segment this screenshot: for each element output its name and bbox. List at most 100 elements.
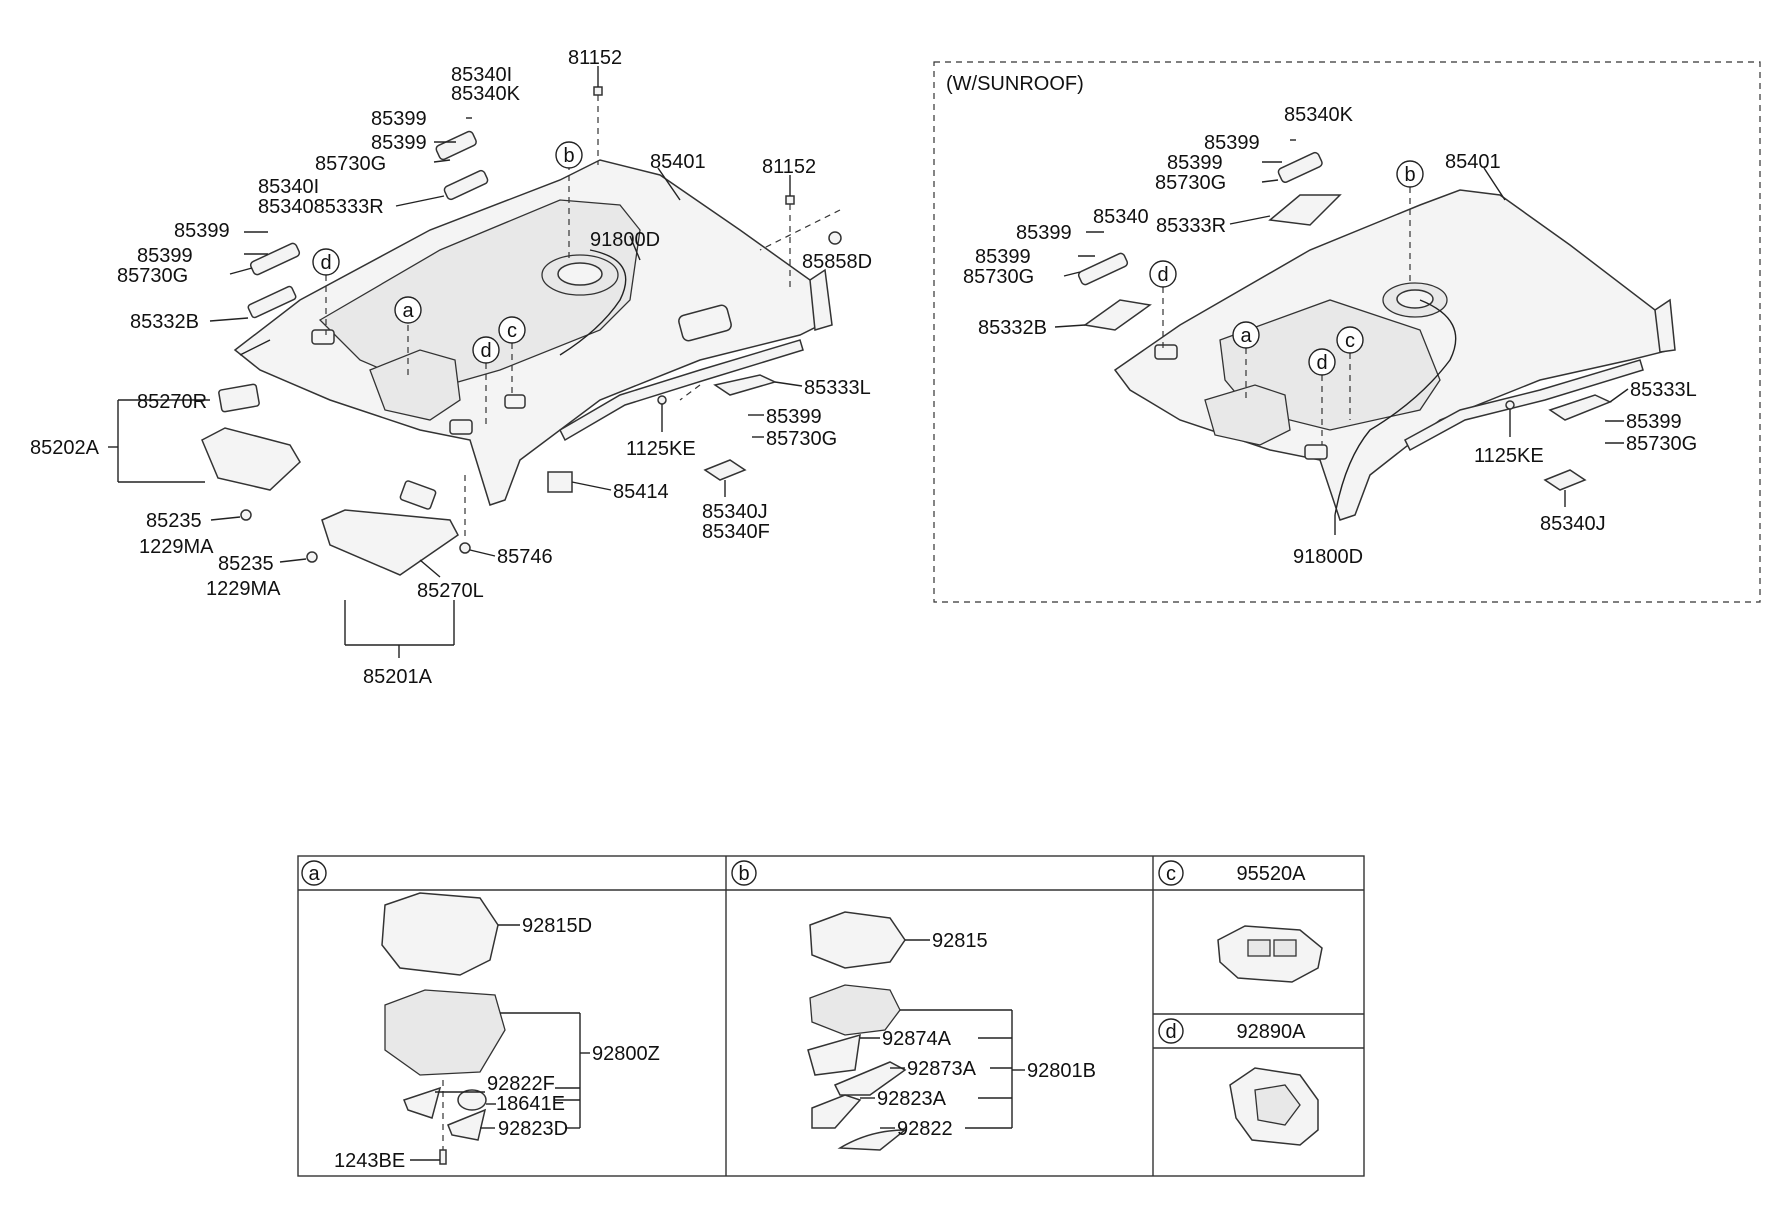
part-85858d xyxy=(828,231,842,245)
detail-a-screw-1243be xyxy=(439,1149,447,1165)
detail-c-part-button-left xyxy=(1247,939,1271,957)
callout-81152-a: 81152 xyxy=(568,47,622,69)
part-85414 xyxy=(547,471,573,493)
sunroof-callout-85399-1: 85399 xyxy=(1204,132,1260,154)
main-markers: b d a d c xyxy=(312,141,583,364)
marker-b-sunroof xyxy=(1396,160,1424,188)
marker-d-sunroof-left-label: d xyxy=(1157,264,1168,286)
detail-d-part-inner xyxy=(1254,1084,1301,1126)
detail-b-92801b: 92801B xyxy=(1027,1060,1096,1082)
part-85340j xyxy=(703,459,747,481)
callout-85730g-3: 85730G xyxy=(766,428,837,450)
detail-marker-c xyxy=(1158,860,1184,886)
marker-d-main xyxy=(472,336,500,364)
marker-b-main-label: b xyxy=(563,145,574,167)
callout-85340f: 85340F xyxy=(702,521,770,543)
marker-d-sunroof xyxy=(1308,348,1336,376)
callout-85340i-mid: 85340I xyxy=(258,176,319,198)
sunroof-small-parts xyxy=(1077,151,1612,491)
part-85333l xyxy=(713,374,778,396)
callout-85270l: 85270L xyxy=(417,580,484,602)
part-85235-a xyxy=(240,509,252,521)
callout-85414: 85414 xyxy=(613,481,669,503)
main-wire-end xyxy=(239,339,271,356)
detail-d-header: 92890A xyxy=(1237,1021,1307,1043)
detail-marker-c-label: c xyxy=(1166,863,1176,885)
detail-b-92822: 92822 xyxy=(897,1118,953,1140)
detail-table-frame xyxy=(297,855,1365,1177)
sunroof-callout-85399-4: 85399 xyxy=(975,246,1031,268)
detail-table: a b c 95520A d 92890A 92815D 92800Z 9282… xyxy=(297,855,1365,1177)
detail-a-lens-92823d xyxy=(447,1108,487,1141)
marker-b-sunroof-label: b xyxy=(1404,164,1415,186)
detail-a-lamp-housing xyxy=(384,989,506,1076)
detail-a-18641e: 18641E xyxy=(496,1093,565,1115)
callout-85399-3: 85399 xyxy=(174,220,230,242)
main-wire-harness xyxy=(559,249,627,356)
callout-85858d: 85858D xyxy=(802,251,872,273)
detail-b-lens-92873a xyxy=(833,1061,907,1096)
main-rear-clip xyxy=(809,268,833,331)
marker-d-sunroof-label: d xyxy=(1316,352,1327,374)
marker-a-main-label: a xyxy=(402,300,414,322)
detail-a-92800z: 92800Z xyxy=(592,1043,660,1065)
sunroof-callout-labels: 85340K 85399 85399 85730G 85401 85340 85… xyxy=(963,104,1697,568)
sunroof-title: (W/SUNROOF) xyxy=(946,73,1084,95)
callout-85340k-top: 85340K xyxy=(451,83,521,105)
sunroof-headliner-group xyxy=(1113,189,1676,521)
callout-85746: 85746 xyxy=(497,546,553,568)
detail-b-lamp-housing xyxy=(809,984,901,1036)
part-81152b xyxy=(785,195,795,205)
sunroof-callout-85340k: 85340K xyxy=(1284,104,1354,126)
sunroof-variant-box xyxy=(933,61,1761,603)
detail-c-header: 95520A xyxy=(1237,863,1307,885)
detail-a-lamp-cover xyxy=(381,892,499,976)
sunroof-part-85340k xyxy=(1277,151,1323,183)
detail-a-92815d: 92815D xyxy=(522,915,592,937)
callout-85730g-1: 85730G xyxy=(315,153,386,175)
sunroof-part-85332b xyxy=(1083,299,1152,331)
main-small-parts xyxy=(201,86,842,576)
sunroof-callout-85399-5: 85399 xyxy=(1626,411,1682,433)
marker-c-main xyxy=(498,316,526,344)
detail-b-lens-92822 xyxy=(837,1129,908,1151)
callout-85399-2: 85399 xyxy=(371,132,427,154)
sunroof-callout-85333r: 85333R xyxy=(1156,215,1226,237)
part-85746 xyxy=(459,542,471,554)
marker-a-sunroof-label: a xyxy=(1240,325,1252,347)
detail-marker-b-label: b xyxy=(738,863,749,885)
sunroof-part-1125ke xyxy=(1505,400,1515,410)
sunroof-leader-lines xyxy=(1054,139,1629,535)
sunroof-callout-85332b: 85332B xyxy=(978,317,1047,339)
detail-b-lamp-bezel xyxy=(809,911,906,969)
detail-marker-a-label: a xyxy=(308,863,320,885)
marker-c-sunroof-label: c xyxy=(1345,330,1355,352)
marker-d-main-left xyxy=(312,248,340,276)
marker-d-main-label: d xyxy=(480,340,491,362)
callout-85399-1: 85399 xyxy=(371,108,427,130)
callout-1125ke: 1125KE xyxy=(626,438,696,460)
main-leader-lines xyxy=(108,66,841,658)
callout-85340-85333r: 8534085333R xyxy=(258,196,384,218)
main-callout-labels: 81152 85340I 85340K 85399 85399 85730G 8… xyxy=(30,47,872,688)
main-grab-handle-rear xyxy=(678,304,732,342)
main-front-console-opening xyxy=(369,349,461,421)
main-lamp-c-cut xyxy=(504,394,526,409)
sunroof-part-85340 xyxy=(1077,252,1129,286)
sunroof-front-console-opening xyxy=(1204,384,1291,446)
detail-marker-b xyxy=(731,860,757,886)
callout-91800d: 91800D xyxy=(590,229,660,251)
detail-a-92822f: 92822F xyxy=(487,1073,555,1095)
sunroof-side-rail xyxy=(1404,359,1644,452)
part-85270l-mirror xyxy=(399,480,437,510)
marker-c-sunroof xyxy=(1336,326,1364,354)
detail-a-92823d: 92823D xyxy=(498,1118,568,1140)
sunroof-callout-85340j: 85340J xyxy=(1540,513,1606,535)
callout-85235-2: 85235 xyxy=(218,553,274,575)
detail-b-lens-92823a xyxy=(811,1094,862,1129)
callout-1229ma-2: 1229MA xyxy=(206,578,281,600)
marker-a-sunroof xyxy=(1232,321,1260,349)
sunroof-wire-harness xyxy=(1334,299,1457,516)
